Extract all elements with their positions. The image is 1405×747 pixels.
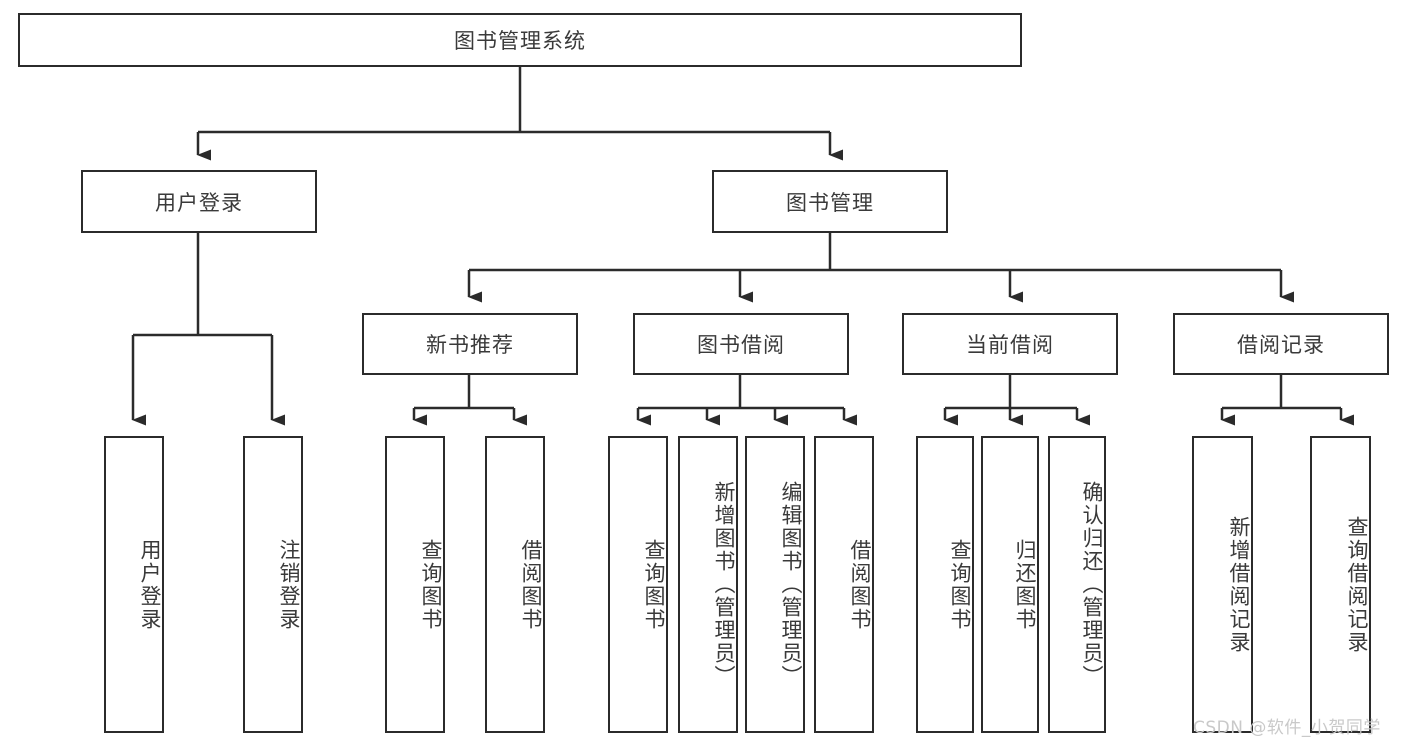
leaf-edit-book-admin[interactable]: 编辑图书（管理员） — [745, 436, 805, 733]
node-current-borrow[interactable]: 当前借阅 — [902, 313, 1118, 375]
node-borrow-record[interactable]: 借阅记录 — [1173, 313, 1389, 375]
leaf-query-borrow-record[interactable]: 查询借阅记录 — [1310, 436, 1371, 733]
node-new-book-recommend[interactable]: 新书推荐 — [362, 313, 578, 375]
csdn-watermark: CSDN @软件_小贺同学 — [1193, 718, 1381, 738]
node-user-login[interactable]: 用户登录 — [81, 170, 317, 233]
leaf-add-book-admin[interactable]: 新增图书（管理员） — [678, 436, 738, 733]
node-book-borrow[interactable]: 图书借阅 — [633, 313, 849, 375]
leaf-add-borrow-record[interactable]: 新增借阅记录 — [1192, 436, 1253, 733]
node-book-management[interactable]: 图书管理 — [712, 170, 948, 233]
leaf-query-book-recommend[interactable]: 查询图书 — [385, 436, 445, 733]
leaf-confirm-return-admin[interactable]: 确认归还（管理员） — [1048, 436, 1106, 733]
leaf-query-book-borrow[interactable]: 查询图书 — [608, 436, 668, 733]
leaf-user-login[interactable]: 用户登录 — [104, 436, 164, 733]
leaf-borrow-book-recommend[interactable]: 借阅图书 — [485, 436, 545, 733]
node-root-system[interactable]: 图书管理系统 — [18, 13, 1022, 67]
leaf-borrow-book[interactable]: 借阅图书 — [814, 436, 874, 733]
leaf-logout-login[interactable]: 注销登录 — [243, 436, 303, 733]
leaf-return-book[interactable]: 归还图书 — [981, 436, 1039, 733]
leaf-query-book-current[interactable]: 查询图书 — [916, 436, 974, 733]
